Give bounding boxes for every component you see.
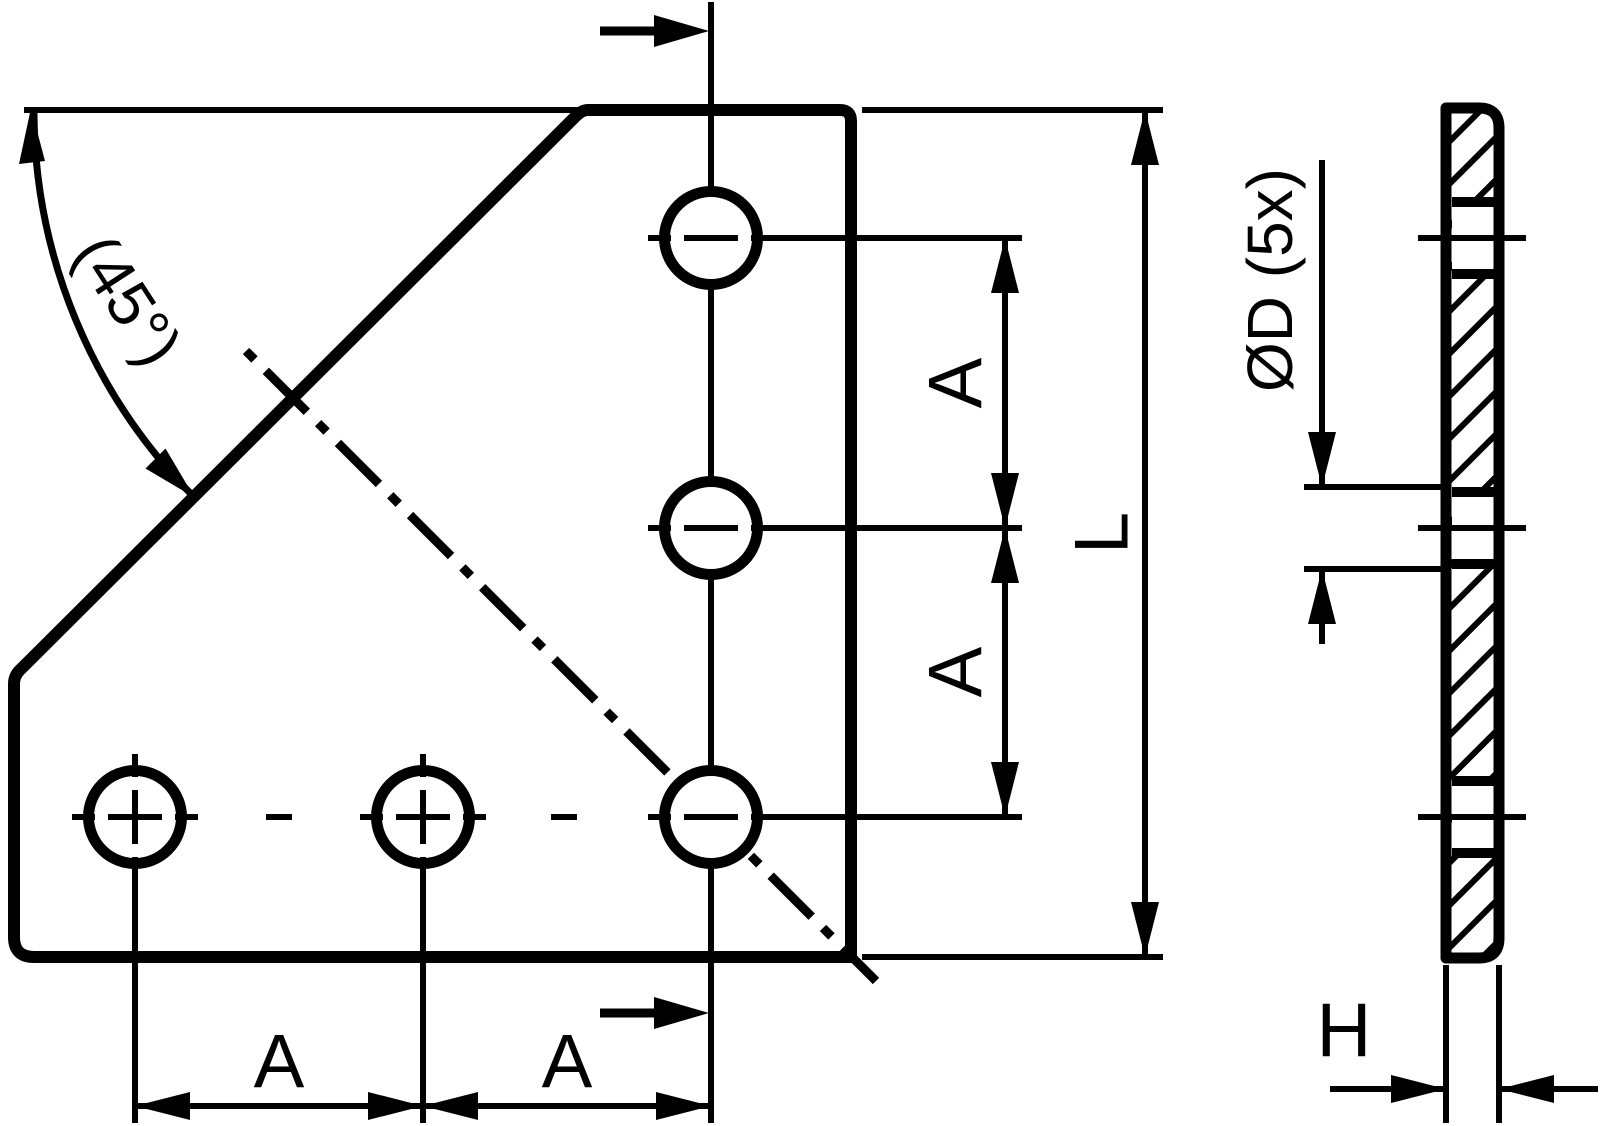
angle-arrow-bottom <box>145 448 195 498</box>
hole-centerlines <box>72 235 1022 1123</box>
dimension-hole-diameter: ØD (5x) <box>1234 160 1441 644</box>
section-arrow-bottom <box>600 997 709 1029</box>
length-label: L <box>1060 512 1145 554</box>
dimension-vertical-spacing: A A <box>914 238 1019 817</box>
dimension-length: L <box>862 107 1163 960</box>
angle-dimension-arc <box>30 109 197 500</box>
thickness-label: H <box>1317 989 1372 1074</box>
dimension-horizontal-spacing: A A <box>135 1020 711 1120</box>
angle-arrow-top <box>19 108 45 164</box>
dimension-thickness: H <box>1317 965 1598 1123</box>
spacing-label-horizontal-1: A <box>254 1020 305 1105</box>
spacing-label-horizontal-2: A <box>542 1020 593 1105</box>
front-view: (45°) A A L A A <box>8 2 1163 1123</box>
spacing-label-vertical-1: A <box>914 357 999 408</box>
section-arrow-top <box>600 15 709 47</box>
spacing-label-vertical-2: A <box>914 646 999 697</box>
diagonal-center-line <box>242 347 880 985</box>
hole-diameter-label: ØD (5x) <box>1234 168 1306 392</box>
side-view: ØD (5x) H <box>1234 102 1598 1123</box>
section-hole-centerlines <box>1418 235 1526 820</box>
